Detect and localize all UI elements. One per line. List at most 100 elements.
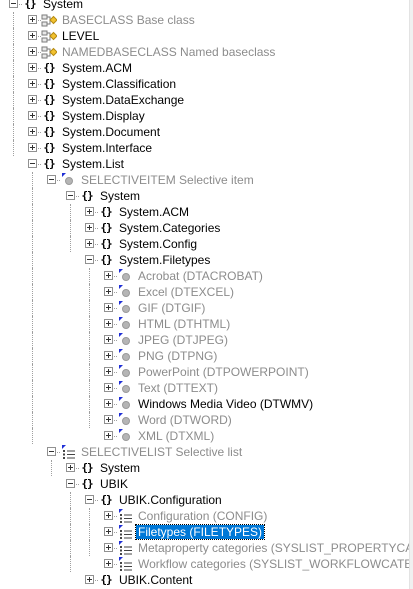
tree-node-label: System.List: [62, 157, 125, 171]
tree-node-powerpoint-dtpowerpoint[interactable]: PowerPoint (DTPOWERPOINT): [0, 364, 409, 380]
tree-node-workflow-categories-syslist-workflowcategories[interactable]: Workflow categories (SYSLIST_WORKFLOWCAT…: [0, 556, 409, 572]
selective-item-icon: [117, 332, 133, 348]
collapse-minus-icon[interactable]: [85, 495, 94, 504]
tree-node-system[interactable]: {} System: [0, 188, 409, 204]
selective-item-icon: [117, 268, 133, 284]
expand-plus-icon[interactable]: [104, 351, 113, 360]
tree-node-xml-dtxml[interactable]: XML (DTXML): [0, 428, 409, 444]
tree-node-label: System.Filetypes: [119, 253, 211, 267]
tree-guide-line: [32, 364, 33, 380]
tree-guide-line: [32, 348, 33, 364]
tree-node-system-document[interactable]: {}System.Document: [0, 124, 409, 140]
tree-guide-line: [89, 412, 90, 428]
collapse-minus-icon[interactable]: [28, 159, 37, 168]
tree-guide-line: [13, 140, 14, 156]
namespace-braces-icon: {}: [100, 493, 112, 506]
tree-node-system-classification[interactable]: {}System.Classification: [0, 76, 409, 92]
expand-plus-icon[interactable]: [104, 399, 113, 408]
tree-node-system-acm[interactable]: {}System.ACM: [0, 60, 409, 76]
collapse-minus-icon[interactable]: [47, 447, 56, 456]
tree-node-html-dthtml[interactable]: HTML (DTHTML): [0, 316, 409, 332]
expand-plus-icon[interactable]: [104, 543, 113, 552]
expand-plus-icon[interactable]: [104, 271, 113, 280]
expand-plus-icon[interactable]: [28, 127, 37, 136]
tree-guide-line: [13, 60, 14, 76]
tree-node-ubik-configuration[interactable]: {} UBIK.Configuration: [0, 492, 409, 508]
tree-node-system-config[interactable]: {}System.Config: [0, 236, 409, 252]
tree-node-system-display[interactable]: {}System.Display: [0, 108, 409, 124]
tree-node-system-interface[interactable]: {}System.Interface: [0, 140, 409, 156]
tree-node-ubik-content[interactable]: {}UBIK.Content: [0, 572, 409, 588]
collapse-minus-icon[interactable]: [66, 479, 75, 488]
tree-node-label: UBIK.Configuration: [119, 493, 222, 507]
expand-plus-icon[interactable]: [104, 431, 113, 440]
expand-plus-icon[interactable]: [104, 335, 113, 344]
tree-guide-line: [32, 300, 33, 316]
expand-plus-icon[interactable]: [66, 463, 75, 472]
namespace-braces-icon: {}: [43, 141, 55, 154]
vertical-scrollbar[interactable]: [409, 0, 413, 589]
tree-node-namedbaseclass-named-baseclass[interactable]: NAMEDBASECLASS Named baseclass: [0, 44, 409, 60]
tree-node-word-dtword[interactable]: Word (DTWORD): [0, 412, 409, 428]
expand-plus-icon[interactable]: [28, 15, 37, 24]
tree-node-filetypes-filetypes[interactable]: Filetypes (FILETYPES): [0, 524, 409, 540]
namespace-braces-icon: {}: [81, 189, 93, 202]
expand-plus-icon[interactable]: [104, 383, 113, 392]
tree-node-level[interactable]: LEVEL: [0, 28, 409, 44]
tree-node-label: NAMEDBASECLASS Named baseclass: [62, 45, 276, 59]
collapse-minus-icon[interactable]: [66, 191, 75, 200]
tree-node-selectiveitem-selective-item[interactable]: SELECTIVEITEM Selective item: [0, 172, 409, 188]
expand-plus-icon[interactable]: [85, 207, 94, 216]
tree-guide-line: [89, 348, 90, 364]
tree-node-text-dttext[interactable]: Text (DTTEXT): [0, 380, 409, 396]
expand-plus-icon[interactable]: [104, 303, 113, 312]
tree-guide-line: [70, 508, 71, 524]
expand-plus-icon[interactable]: [104, 559, 113, 568]
tree-node-gif-dtgif[interactable]: GIF (DTGIF): [0, 300, 409, 316]
tree-node-png-dtpng[interactable]: PNG (DTPNG): [0, 348, 409, 364]
tree-node-windows-media-video-dtwmv[interactable]: Windows Media Video (DTWMV): [0, 396, 409, 412]
tree-node-excel-dtexcel[interactable]: Excel (DTEXCEL): [0, 284, 409, 300]
expand-plus-icon[interactable]: [104, 367, 113, 376]
expand-plus-icon[interactable]: [28, 63, 37, 72]
tree-node-metaproperty-categories-syslist-propertycategories[interactable]: Metaproperty categories (SYSLIST_PROPERT…: [0, 540, 409, 556]
tree-node-system-acm[interactable]: {}System.ACM: [0, 204, 409, 220]
tree-node-jpeg-dtjpeg[interactable]: JPEG (DTJPEG): [0, 332, 409, 348]
collapse-minus-icon[interactable]: [85, 255, 94, 264]
collapse-minus-icon[interactable]: [47, 175, 56, 184]
tree-node-selectivelist-selective-list[interactable]: SELECTIVELIST Selective list: [0, 444, 409, 460]
expand-plus-icon[interactable]: [104, 527, 113, 536]
expand-plus-icon[interactable]: [104, 415, 113, 424]
expand-plus-icon[interactable]: [85, 223, 94, 232]
tree-guide-line: [89, 284, 90, 300]
tree-node-system-list[interactable]: {}System.List: [0, 156, 409, 172]
tree-node-ubik[interactable]: {}UBIK: [0, 476, 409, 492]
expand-plus-icon[interactable]: [28, 143, 37, 152]
collapse-minus-icon[interactable]: [9, 0, 18, 8]
tree-node-label: UBIK.Content: [119, 573, 193, 587]
tree-node-configuration-config[interactable]: Configuration (CONFIG): [0, 508, 409, 524]
tree-node-acrobat-dtacrobat[interactable]: Acrobat (DTACROBAT): [0, 268, 409, 284]
expand-plus-icon[interactable]: [28, 79, 37, 88]
expand-plus-icon[interactable]: [85, 575, 94, 584]
tree-node-system-filetypes[interactable]: {}System.Filetypes: [0, 252, 409, 268]
tree-node-system-categories[interactable]: {}System.Categories: [0, 220, 409, 236]
tree-node-system-dataexchange[interactable]: {}System.DataExchange: [0, 92, 409, 108]
tree-node-label: XML (DTXML): [138, 429, 215, 443]
expand-plus-icon[interactable]: [104, 287, 113, 296]
tree-node-label: System: [100, 189, 141, 203]
expand-plus-icon[interactable]: [85, 239, 94, 248]
tree-node-label: LEVEL: [62, 29, 100, 43]
expand-plus-icon[interactable]: [104, 319, 113, 328]
expand-plus-icon[interactable]: [28, 95, 37, 104]
tree-guide-line: [51, 460, 52, 476]
tree-guide-line: [32, 396, 33, 412]
expand-plus-icon[interactable]: [28, 47, 37, 56]
expand-plus-icon[interactable]: [104, 511, 113, 520]
tree-node-system[interactable]: {}System: [0, 460, 409, 476]
expand-plus-icon[interactable]: [28, 31, 37, 40]
tree-node-system[interactable]: {}System: [0, 0, 409, 12]
expand-plus-icon[interactable]: [28, 111, 37, 120]
tree-node-baseclass-base-class[interactable]: BASECLASS Base class: [0, 12, 409, 28]
